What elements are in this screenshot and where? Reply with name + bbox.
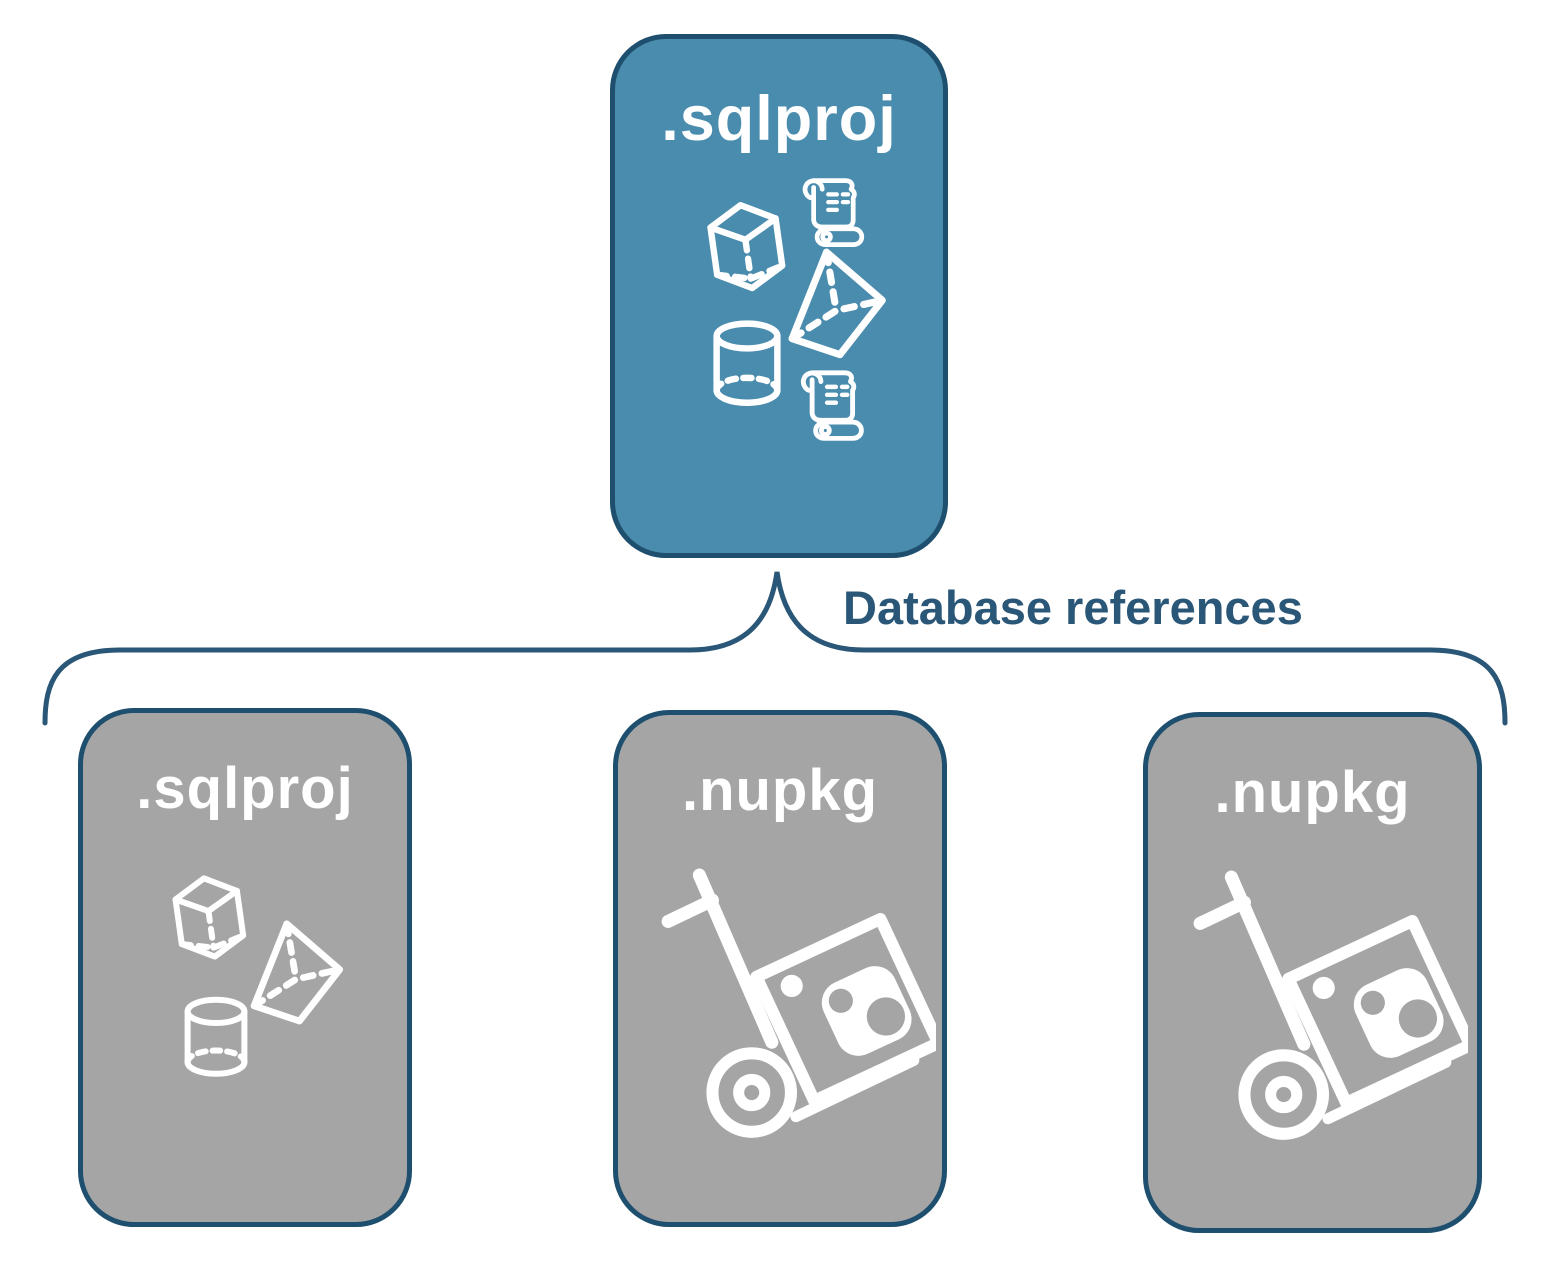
nuget-handtruck-icon <box>661 868 945 1138</box>
child-box-label: .nupkg <box>681 758 879 823</box>
cylinder-icon-wrap <box>701 315 793 420</box>
child-box-sqlproj: .sqlproj <box>78 708 412 1227</box>
child-box-nupkg: .nupkg <box>613 710 947 1227</box>
brace-connector <box>42 571 1508 726</box>
scroll-icon-wrap <box>793 169 879 266</box>
pyramid-icon <box>788 248 886 359</box>
pyramid-icon-wrap <box>770 245 892 368</box>
cylinder-icon <box>713 320 781 406</box>
cylinder-icon <box>184 996 248 1077</box>
pyramid-icon <box>250 920 344 1025</box>
scroll-icon <box>800 370 864 441</box>
root-box-label: .sqlproj <box>661 84 897 154</box>
root-box-sqlproj: .sqlproj <box>610 34 948 558</box>
nuget-handtruck-icon-wrap <box>654 861 945 1168</box>
cylinder-icon-wrap <box>173 991 259 1091</box>
cube-icon-wrap <box>159 865 259 970</box>
scroll-icon <box>802 178 865 248</box>
child-box-label: .sqlproj <box>136 756 354 821</box>
connector-label: Database references <box>843 581 1303 634</box>
child-box-nupkg: .nupkg <box>1143 712 1482 1233</box>
cube-icon-wrap <box>693 191 799 302</box>
nuget-handtruck-icon-wrap <box>1186 863 1477 1170</box>
pyramid-icon-wrap <box>233 917 349 1034</box>
cube-icon <box>707 201 786 292</box>
scroll-icon-wrap <box>791 361 879 460</box>
cube-icon <box>172 875 247 960</box>
child-box-label: .nupkg <box>1214 760 1411 825</box>
nuget-handtruck-icon <box>1193 870 1477 1140</box>
